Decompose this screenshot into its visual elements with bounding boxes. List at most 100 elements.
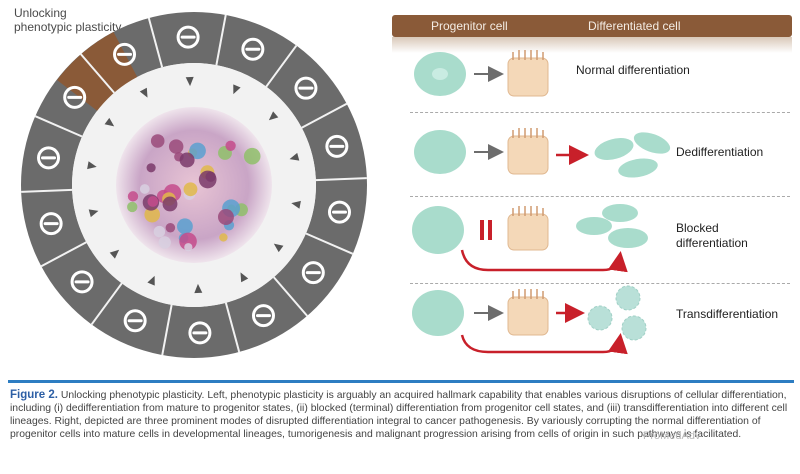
red-arrow [460, 249, 628, 273]
plus-icon [37, 146, 61, 170]
tumor-cell [184, 243, 193, 252]
tumor-cell [147, 196, 159, 207]
progenitor-cell [412, 206, 464, 254]
row-blocked [412, 204, 648, 273]
key-icon [113, 42, 137, 66]
tumor-cell [139, 184, 150, 194]
branching-vessel-icon [123, 309, 147, 333]
row-dedifferentiation [414, 128, 671, 178]
differentiated-cell [507, 135, 549, 175]
figure-caption: Figure 2. Unlocking phenotypic plasticit… [10, 389, 792, 441]
tumor-cell [144, 206, 161, 223]
header-band [392, 15, 792, 37]
row-label-blocked-2: differentiation [676, 236, 748, 250]
caption-rule [8, 380, 794, 383]
panel-label: Unlocking phenotypic plasticity [14, 6, 122, 34]
inward-arrow [273, 243, 284, 253]
blocked-cell [602, 204, 638, 222]
cells-cluster-icon [251, 304, 275, 328]
differentiated-cell [507, 296, 549, 336]
tumor-cell [158, 236, 171, 249]
inward-arrow [289, 152, 300, 161]
segment-divider [273, 276, 308, 317]
segment-divider [147, 17, 164, 68]
tumor-cell [162, 196, 178, 212]
tumor-cell [179, 232, 197, 251]
inward-arrow [109, 249, 120, 259]
inward-arrow [87, 161, 97, 170]
caption-text: Unlocking phenotypic plasticity. Left, p… [10, 390, 788, 440]
tumor-cell [165, 222, 176, 233]
row-label-blocked-1: Blocked [676, 221, 719, 235]
tumor-cell [146, 163, 156, 173]
dedifferentiated-cell [618, 158, 658, 178]
progenitor-cell [414, 130, 466, 174]
infinity-icon [327, 200, 351, 224]
tumor-cell [219, 233, 228, 242]
prohibition-icon [241, 37, 265, 61]
inward-arrow [233, 84, 241, 95]
block-bar [488, 220, 492, 240]
dna-chromosome-icon [294, 76, 318, 100]
segment-divider [161, 304, 173, 356]
inward-arrow [104, 117, 115, 127]
row-divider [410, 112, 790, 113]
segment-divider [40, 241, 87, 268]
row-label-dedifferentiation: Dedifferentiation [676, 145, 764, 159]
row-divider [410, 283, 790, 284]
segment-divider [224, 302, 241, 353]
watermark: ProMedAdv [643, 430, 701, 442]
tumor-cell [183, 182, 198, 197]
header-fade [392, 37, 792, 53]
enzyme-icon [188, 321, 212, 345]
block-bar [480, 220, 484, 240]
segment-divider [90, 282, 123, 326]
flower-nucleus-icon [63, 85, 87, 109]
inward-arrow [185, 76, 194, 87]
tumor-cell [225, 140, 236, 151]
segment-divider [305, 232, 354, 255]
row-transdifferentiation [412, 285, 647, 355]
segment-divider [301, 102, 348, 129]
differentiation-diagram [412, 50, 671, 355]
segment-divider [21, 188, 73, 193]
tumor-cell [168, 139, 184, 154]
row-normal [414, 50, 549, 97]
flask-microbe-icon [325, 134, 349, 158]
plasticity-wheel [21, 12, 367, 358]
inward-arrow [240, 272, 249, 283]
tumor-cell [217, 209, 234, 225]
progenitor-header: Progenitor cell [431, 19, 508, 33]
turn-arrow-icon [176, 25, 200, 49]
inward-arrow [268, 111, 279, 121]
flame-icon [301, 261, 325, 285]
segment-divider [315, 177, 367, 182]
inward-arrow [88, 209, 99, 218]
inward-arrow [291, 200, 301, 209]
transdifferentiated-cell [621, 315, 647, 341]
segment-divider [215, 14, 227, 66]
tumor-cell [179, 152, 195, 168]
inward-arrow [194, 283, 203, 294]
differentiated-cell [507, 57, 549, 97]
tumor-cell [150, 134, 165, 148]
figure-label: Figure 2. [10, 389, 58, 401]
leaf-icon [70, 270, 94, 294]
dedifferentiated-cell [594, 138, 634, 160]
tumor-cell [127, 201, 138, 213]
inward-arrow [147, 275, 155, 286]
segment-divider [80, 53, 115, 94]
segment-divider [34, 115, 83, 138]
row-label-normal: Normal differentiation [576, 63, 690, 77]
inward-arrow [139, 87, 148, 98]
tumor-cell [127, 191, 139, 202]
progenitor-cell [412, 290, 464, 336]
blocked-cell [608, 228, 648, 248]
tumor-cell [189, 142, 206, 160]
tumor-cell [177, 218, 193, 235]
dna-helix-icon [39, 212, 63, 236]
row-label-transdifferentiation: Transdifferentiation [676, 307, 779, 321]
differentiated-cell [507, 213, 549, 251]
transdifferentiated-cell [587, 305, 613, 331]
row-divider [410, 196, 790, 197]
